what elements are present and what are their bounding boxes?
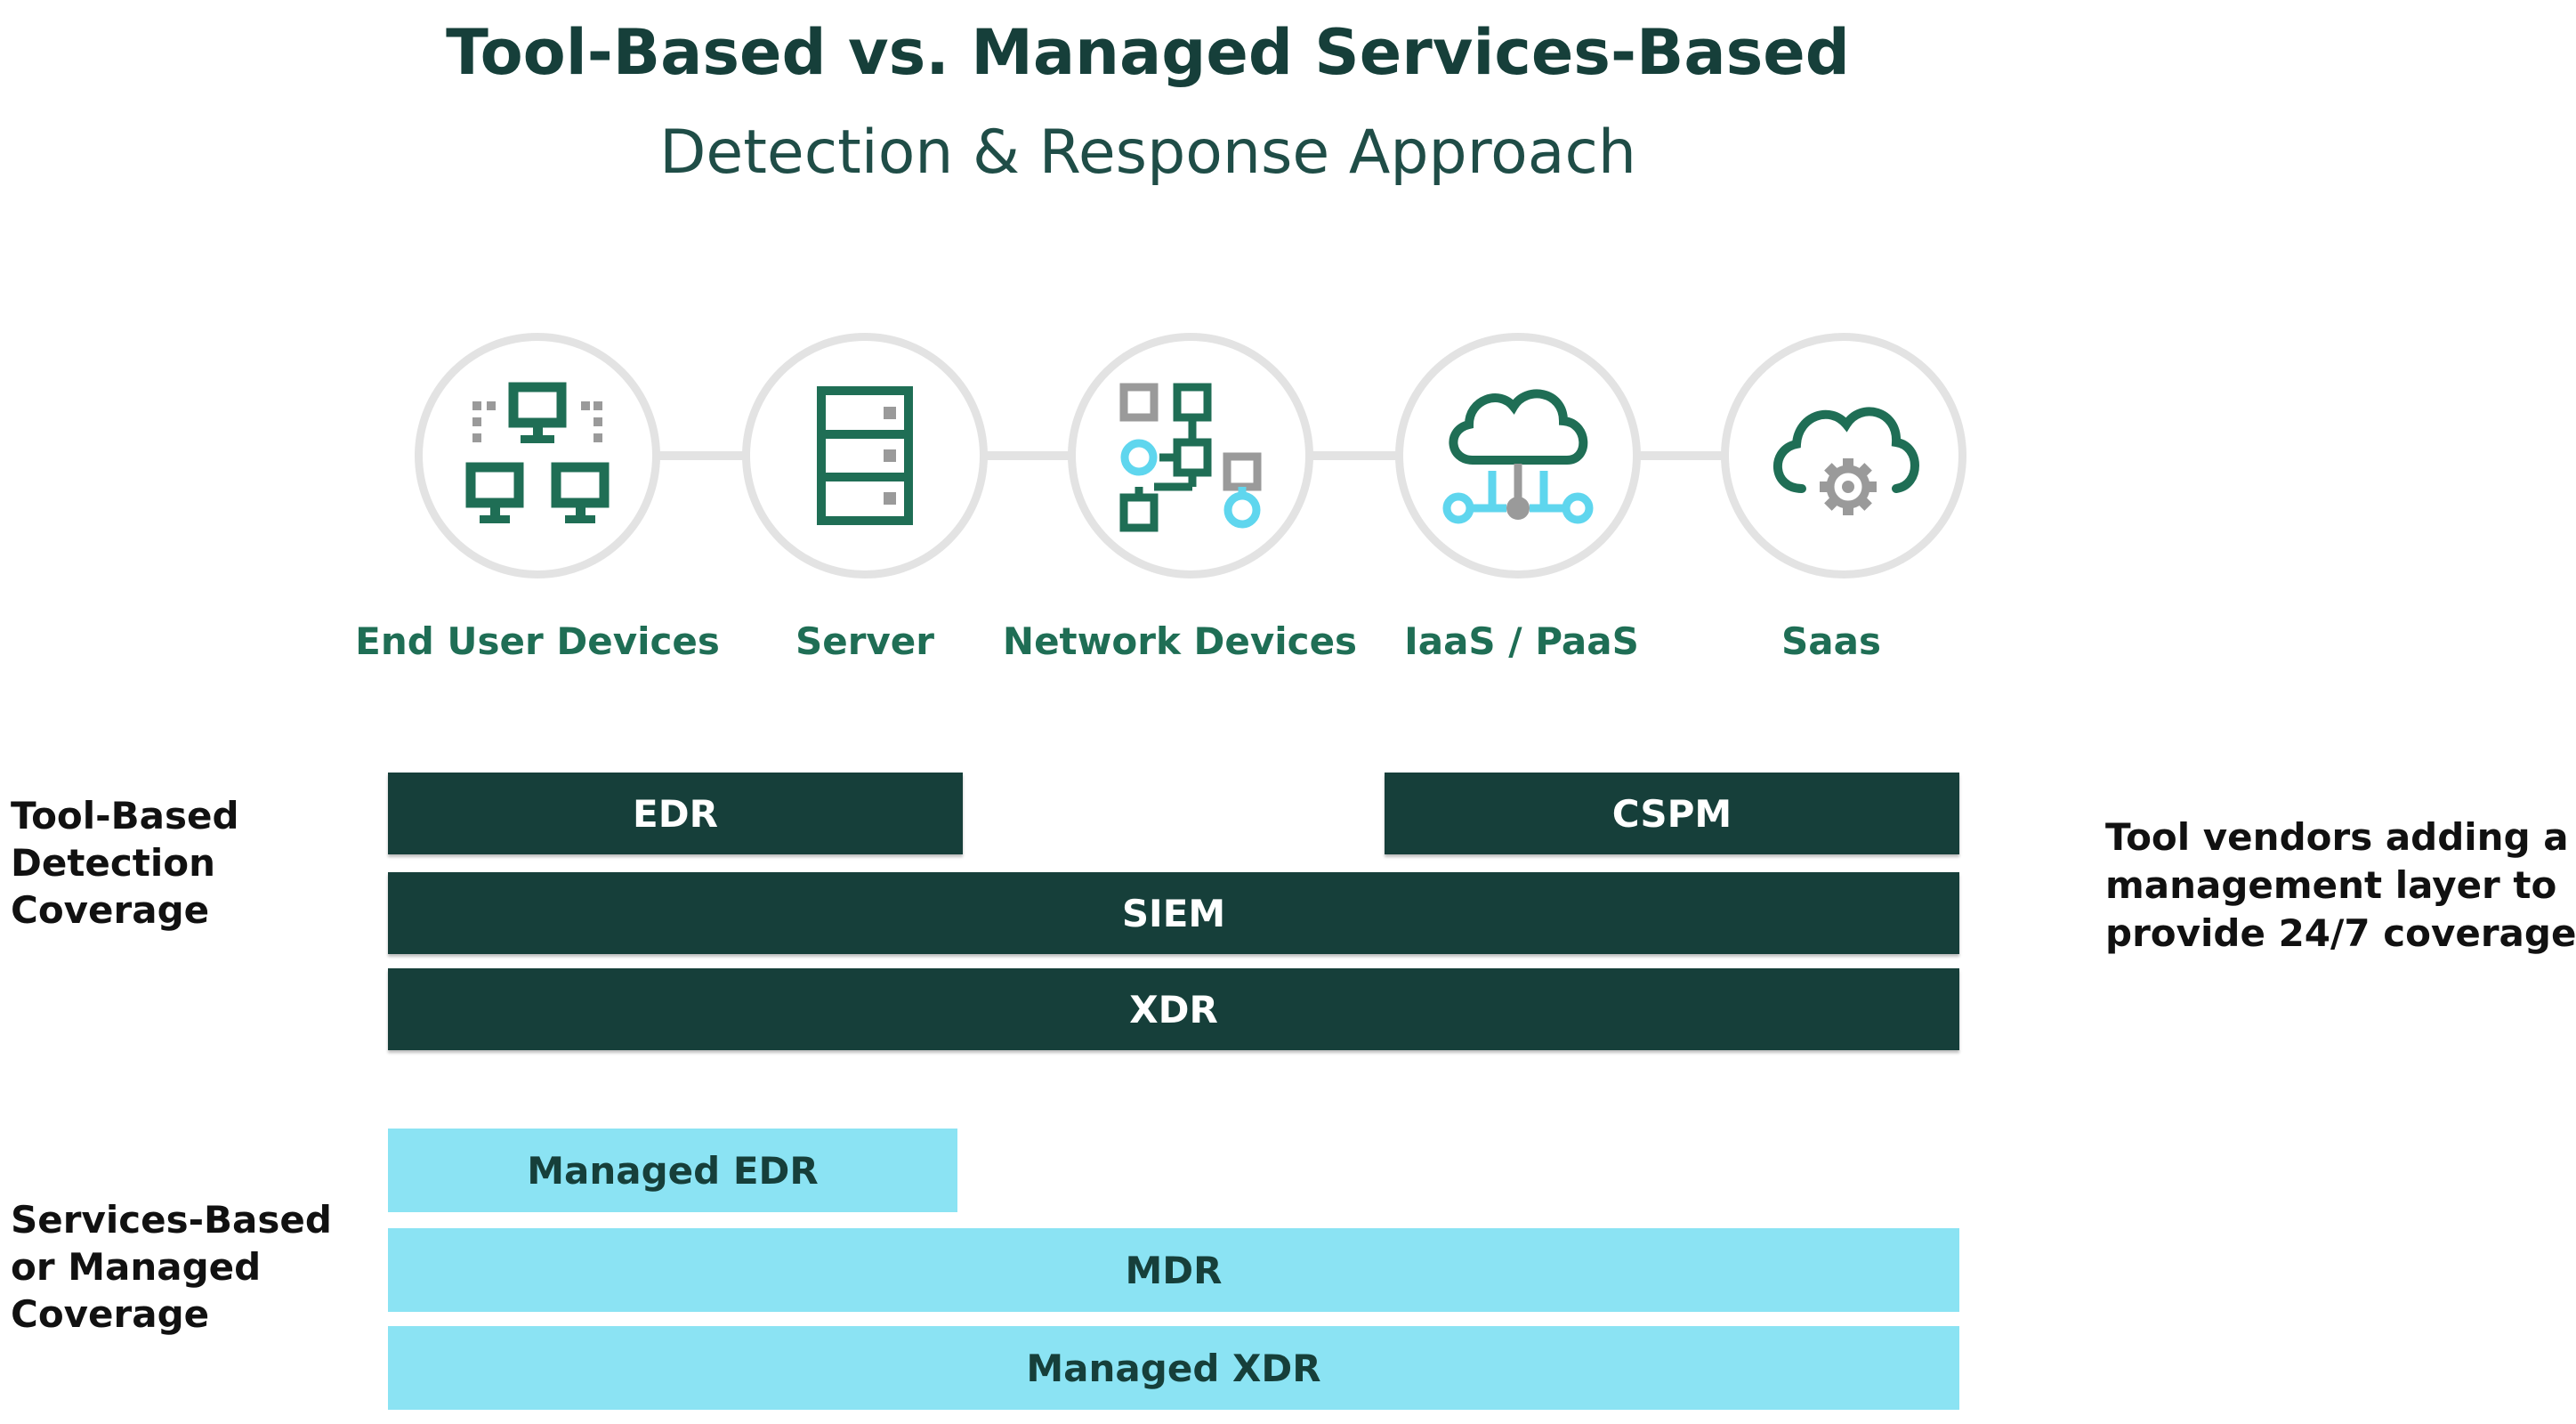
tool-based-label-line: Detection — [11, 841, 216, 885]
tool-based-label: Tool-Based Detection Coverage — [11, 792, 239, 934]
node-end-user-devices — [415, 333, 660, 578]
bar-cspm: CSPM — [1385, 773, 1959, 854]
diagram-subtitle: Detection & Response Approach — [659, 117, 1636, 188]
diagram-title: Tool-Based vs. Managed Services-Based — [446, 16, 1850, 89]
bar-managed-edr: Managed EDR — [388, 1129, 957, 1212]
services-based-label: Services-Based or Managed Coverage — [11, 1196, 332, 1338]
node-server — [742, 333, 988, 578]
services-based-label-line: or Managed — [11, 1245, 262, 1289]
services-based-label-line: Services-Based — [11, 1198, 332, 1242]
note-line: Tool vendors adding a — [2105, 815, 2569, 859]
bar-mdr: MDR — [388, 1228, 1959, 1312]
tool-based-label-line: Tool-Based — [11, 794, 239, 837]
bar-managed-xdr: Managed XDR — [388, 1326, 1959, 1410]
cloud-gear-icon — [1773, 407, 1919, 515]
node-label-iaas-paas: IaaS / PaaS — [1404, 619, 1639, 663]
bar-xdr: XDR — [388, 968, 1959, 1050]
bar-edr: EDR — [388, 773, 963, 854]
tool-vendors-note: Tool vendors adding a management layer t… — [2105, 813, 2576, 958]
bar-siem: SIEM — [388, 872, 1959, 954]
server-icon — [817, 386, 913, 525]
node-saas — [1721, 333, 1966, 578]
node-label-server: Server — [795, 619, 935, 663]
network-topology-icon — [1119, 383, 1262, 532]
network-devices-icon — [465, 382, 610, 523]
node-iaas-paas — [1395, 333, 1641, 578]
cloud-network-icon — [1442, 389, 1594, 524]
node-network-devices — [1068, 333, 1313, 578]
node-label-end-user-devices: End User Devices — [355, 619, 720, 663]
tool-based-label-line: Coverage — [11, 888, 210, 932]
node-label-network-devices: Network Devices — [1002, 619, 1358, 663]
note-line: provide 24/7 coverage — [2105, 911, 2576, 955]
services-based-label-line: Coverage — [11, 1292, 210, 1336]
node-label-saas: Saas — [1781, 619, 1881, 663]
note-line: management layer to — [2105, 863, 2557, 907]
